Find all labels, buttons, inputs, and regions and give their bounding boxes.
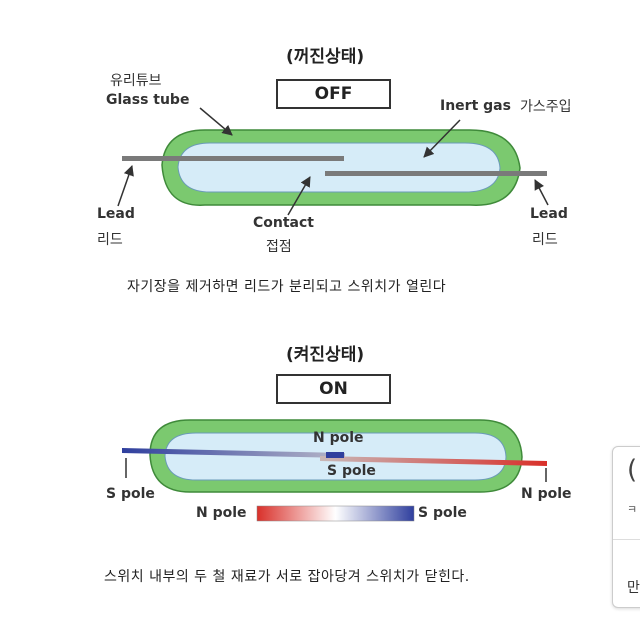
inert-gas-ko-label: 가스주입 — [520, 99, 572, 115]
off-caption: 자기장을 제거하면 리드가 분리되고 스위치가 열린다 — [127, 279, 447, 295]
s-pole-left-label: S pole — [106, 486, 155, 502]
side-card-glyph: ( — [627, 455, 638, 485]
arrow-contact — [287, 176, 311, 216]
off-title: (꺼진상태) — [286, 47, 365, 67]
n-pole-top-label: N pole — [313, 430, 364, 446]
arrow-lead-right — [534, 179, 549, 206]
arrow-lead-left — [117, 165, 134, 207]
lead-left-en-label: Lead — [97, 206, 135, 222]
gradient-n-label: N pole — [196, 505, 247, 521]
s-pole-mid-label: S pole — [327, 463, 376, 479]
off-glass-tube — [161, 129, 521, 206]
inert-gas-en-label: Inert gas — [440, 98, 511, 114]
lead-right-ko-label: 리드 — [532, 232, 558, 248]
on-title: (켜진상태) — [286, 345, 365, 365]
arrow-inert-gas — [423, 119, 461, 158]
off-lead-left — [122, 156, 344, 161]
off-lead-right — [325, 171, 547, 176]
side-card-small-text: ㅋ — [627, 503, 638, 516]
gradient-s-label: S pole — [418, 505, 467, 521]
n-pole-right-label: N pole — [521, 486, 572, 502]
pole-gradient-bar — [256, 505, 415, 522]
glass-tube-ko-label: 유리튜브 — [110, 73, 162, 89]
glass-tube-en-label: Glass tube — [106, 92, 190, 108]
off-state-box: OFF — [276, 79, 391, 109]
lead-right-en-label: Lead — [530, 206, 568, 222]
on-lead-right — [320, 456, 547, 466]
side-floating-card[interactable]: ( ㅋ 만 — [612, 446, 640, 608]
on-state-box: ON — [276, 374, 391, 404]
lead-left-ko-label: 리드 — [97, 232, 123, 248]
contact-ko-label: 접점 — [266, 239, 292, 255]
on-contact-point — [326, 452, 344, 458]
on-lead-left — [122, 448, 345, 458]
arrow-glass-tube — [199, 107, 233, 136]
on-caption: 스위치 내부의 두 철 재료가 서로 잡아당겨 스위치가 닫힌다. — [104, 569, 470, 585]
contact-en-label: Contact — [253, 215, 314, 231]
side-card-divider — [613, 539, 640, 540]
side-card-bottom-text: 만 — [627, 580, 640, 596]
